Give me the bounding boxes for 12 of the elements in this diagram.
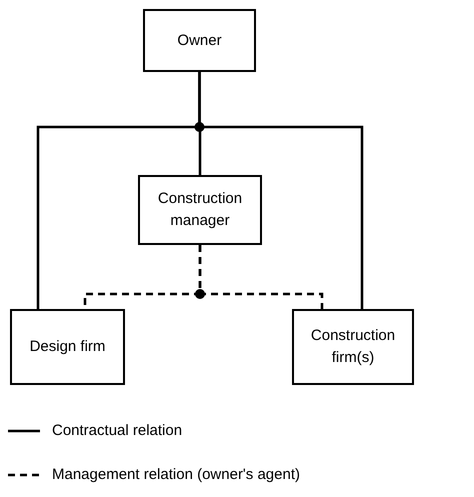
connector-line — [198, 72, 364, 309]
process-box — [10, 309, 125, 385]
box-label: Design firm — [30, 337, 106, 357]
connector-line — [198, 245, 324, 309]
legend-label: Contractual relation — [52, 421, 182, 441]
box-label: Construction firm(s) — [310, 326, 396, 368]
box-label: Construction manager — [156, 189, 244, 231]
legend-label: Management relation (owner's agent) — [52, 465, 300, 485]
process-box — [143, 9, 256, 72]
process-box — [138, 175, 262, 245]
box-label: Owner — [177, 30, 222, 50]
process-box — [292, 309, 414, 385]
